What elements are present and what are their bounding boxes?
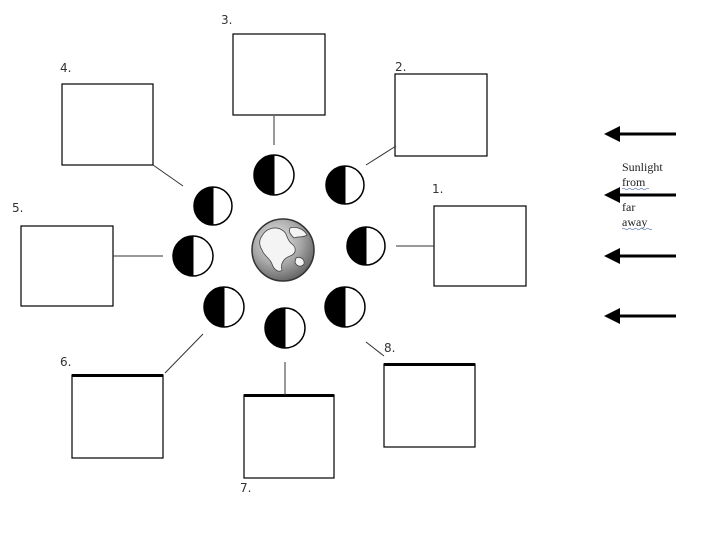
answer-box-1[interactable] [433,205,527,287]
moon-phase-icon [172,235,214,277]
box-number-3: 3. [221,13,232,27]
answer-boxes [20,33,527,479]
arrow-left-icon [604,187,676,203]
box-number-5: 5. [12,201,23,215]
sunlight-label: Sunlight from far away [621,160,663,231]
arrow-left-icon [604,126,676,142]
moon-phases [172,154,386,349]
moon-phase-icon [324,286,366,328]
sunlight-line-2: from [622,175,646,189]
box-number-2: 2. [395,60,406,74]
box-number-4: 4. [60,61,71,75]
sunlight-line-3: far [622,200,635,214]
answer-box-8[interactable] [383,363,476,448]
answer-box-5[interactable] [20,225,114,307]
moon-phase-icon [193,186,233,226]
connector-2 [365,145,397,166]
arrow-left-icon [604,248,676,264]
moon-phase-icon [325,165,365,205]
box-number-6: 6. [60,355,71,369]
arrow-left-icon [604,308,676,324]
connector-8 [365,341,385,357]
moon-phase-icon [346,226,386,266]
earth-icon [251,218,315,282]
sunlight-line-1: Sunlight [622,160,663,174]
connector-lines [113,116,434,395]
moon-phase-icon [253,154,295,196]
answer-box-6[interactable] [71,374,164,459]
moon-phase-icon [203,286,245,328]
answer-box-4[interactable] [61,83,154,166]
box-numbers: 1. 2. 3. 4. 5. 6. 7. 8. [12,13,443,495]
box-number-7: 7. [240,481,251,495]
box-number-8: 8. [384,341,395,355]
connector-6 [164,333,204,374]
answer-box-7[interactable] [243,394,335,479]
sunlight-arrows [604,126,676,324]
answer-box-3[interactable] [232,33,326,116]
answer-box-2[interactable] [394,73,488,157]
moon-phase-icon [264,307,306,349]
box-number-1: 1. [432,182,443,196]
sunlight-line-4: away [622,215,647,229]
connector-4 [152,164,184,187]
